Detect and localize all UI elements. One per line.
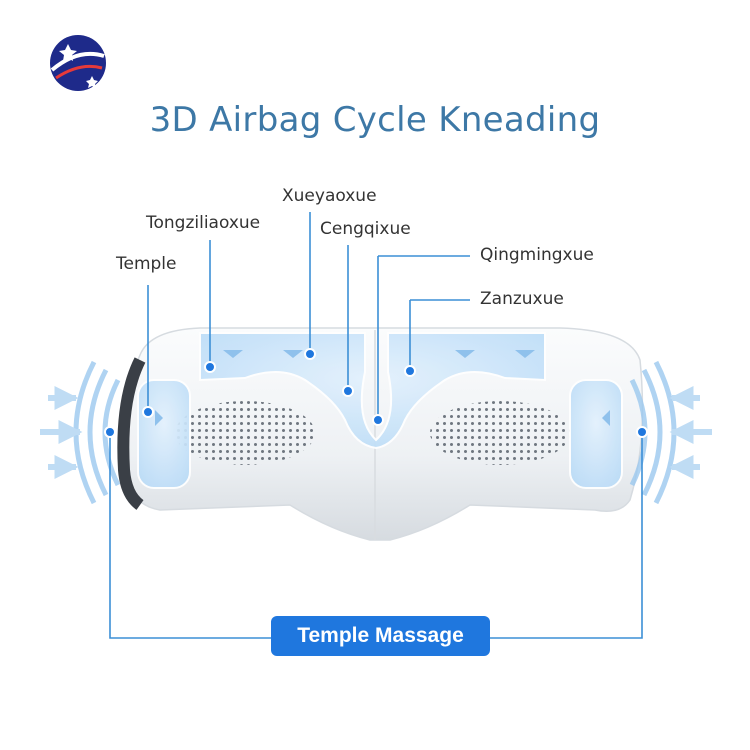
airbag-overlay (137, 332, 623, 489)
page-title: 3D Airbag Cycle Kneading (149, 100, 601, 140)
callout-lines (109, 212, 643, 639)
label-qingmingxue: Qingmingxue (480, 245, 594, 265)
left-pressure-arrows (40, 386, 83, 479)
airbag-flow-icons (155, 350, 610, 426)
label-temple: Temple (116, 254, 177, 274)
label-zanzuxue: Zanzuxue (480, 289, 564, 309)
brand-logo (50, 35, 106, 91)
label-tongziliaoxue: Tongziliaoxue (146, 213, 261, 233)
callout-dots (104, 348, 648, 438)
right-pressure-arrows (669, 386, 712, 479)
label-cengqixue: Cengqixue (320, 219, 411, 239)
label-xueyaoxue: Xueyaoxue (282, 186, 377, 206)
temple-massage-badge: Temple Massage (271, 616, 490, 656)
